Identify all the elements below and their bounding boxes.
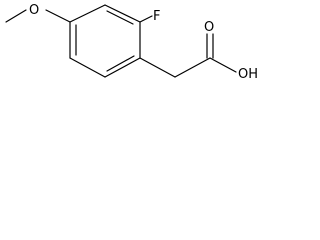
bond-carbon-hydroxyl <box>209 57 237 73</box>
bond-ring-ch2 <box>139 57 176 78</box>
carbonyl-oxygen-label: O <box>204 20 214 35</box>
ring-bond-1 <box>69 4 106 23</box>
ring-double-bond-inner-2 <box>106 55 135 72</box>
ring-double-bond-inner-1 <box>106 10 134 25</box>
hydroxyl-label: OH <box>238 67 258 82</box>
bond-oxygen-ring <box>45 9 71 23</box>
ring-bond-4 <box>104 57 141 78</box>
ring-bond-2 <box>104 4 141 23</box>
bond-ring-fluorine <box>139 15 153 23</box>
molecule-canvas: O F O OH <box>0 0 264 98</box>
methoxy-oxygen-label: O <box>29 3 39 18</box>
structure-diagram: O F O OH <box>5 3 258 82</box>
ring-bond-5 <box>69 57 106 78</box>
fluorine-label: F <box>153 9 160 24</box>
bond-methyl-oxygen <box>5 9 27 23</box>
bond-ch2-carbonyl <box>174 57 211 78</box>
